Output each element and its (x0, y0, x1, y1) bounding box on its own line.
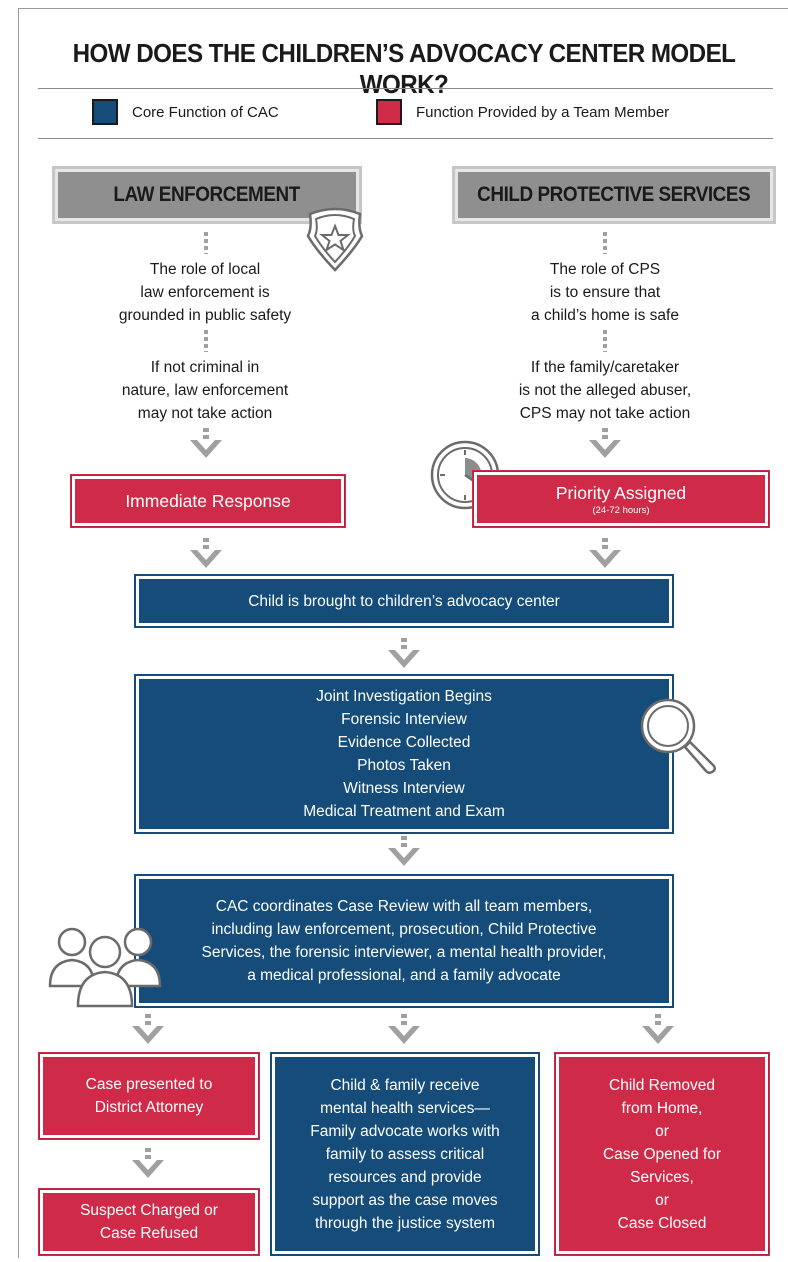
down-arrow-icon (585, 428, 625, 462)
legend-divider (38, 138, 773, 139)
down-arrow-icon (186, 538, 226, 572)
down-arrow-icon (384, 836, 424, 870)
child-removed-box: Child Removed from Home, or Case Opened … (555, 1053, 769, 1255)
down-arrow-icon (638, 1014, 678, 1048)
frame-left (18, 8, 19, 1258)
connector-dash (603, 330, 607, 352)
mental-health-services-box: Child & family receive mental health ser… (272, 1054, 538, 1254)
down-arrow-icon (384, 638, 424, 672)
frame-top (18, 8, 788, 9)
connector-dash (603, 232, 607, 254)
law-enforcement-note: If not criminal in nature, law enforceme… (121, 359, 289, 422)
badge-icon (296, 204, 374, 276)
connector-dash (204, 232, 208, 254)
law-enforcement-heading: LAW ENFORCEMENT (52, 166, 362, 224)
people-icon (44, 918, 166, 1010)
down-arrow-icon (186, 428, 226, 462)
case-presented-da-box: Case presented to District Attorney (39, 1053, 259, 1139)
legend-core-swatch (92, 99, 118, 125)
page-title: HOW DOES THE CHILDREN’S ADVOCACY CENTER … (72, 38, 736, 99)
cps-role: The role of CPS is to ensure that a chil… (531, 261, 679, 324)
law-enforcement-role: The role of local law enforcement is gro… (118, 261, 292, 324)
magnifier-icon (634, 692, 722, 780)
child-brought-box: Child is brought to children’s advocacy … (136, 576, 672, 626)
legend-team-swatch (376, 99, 402, 125)
down-arrow-icon (384, 1014, 424, 1048)
case-review-box: CAC coordinates Case Review with all tea… (136, 876, 672, 1006)
cps-heading: CHILD PROTECTIVE SERVICES (452, 166, 776, 224)
title-divider (38, 88, 773, 89)
connector-dash (204, 330, 208, 352)
legend-team-label: Function Provided by a Team Member (416, 104, 670, 121)
legend-core-label: Core Function of CAC (132, 104, 279, 121)
down-arrow-icon (128, 1148, 168, 1182)
down-arrow-icon (128, 1014, 168, 1048)
down-arrow-icon (585, 538, 625, 572)
priority-assigned-box: Priority Assigned (24-72 hours) (473, 471, 769, 527)
suspect-charged-box: Suspect Charged or Case Refused (39, 1189, 259, 1255)
immediate-response-box: Immediate Response (71, 475, 345, 527)
cps-note: If the family/caretaker is not the alleg… (518, 359, 692, 422)
joint-investigation-box: Joint Investigation Begins Forensic Inte… (136, 676, 672, 832)
